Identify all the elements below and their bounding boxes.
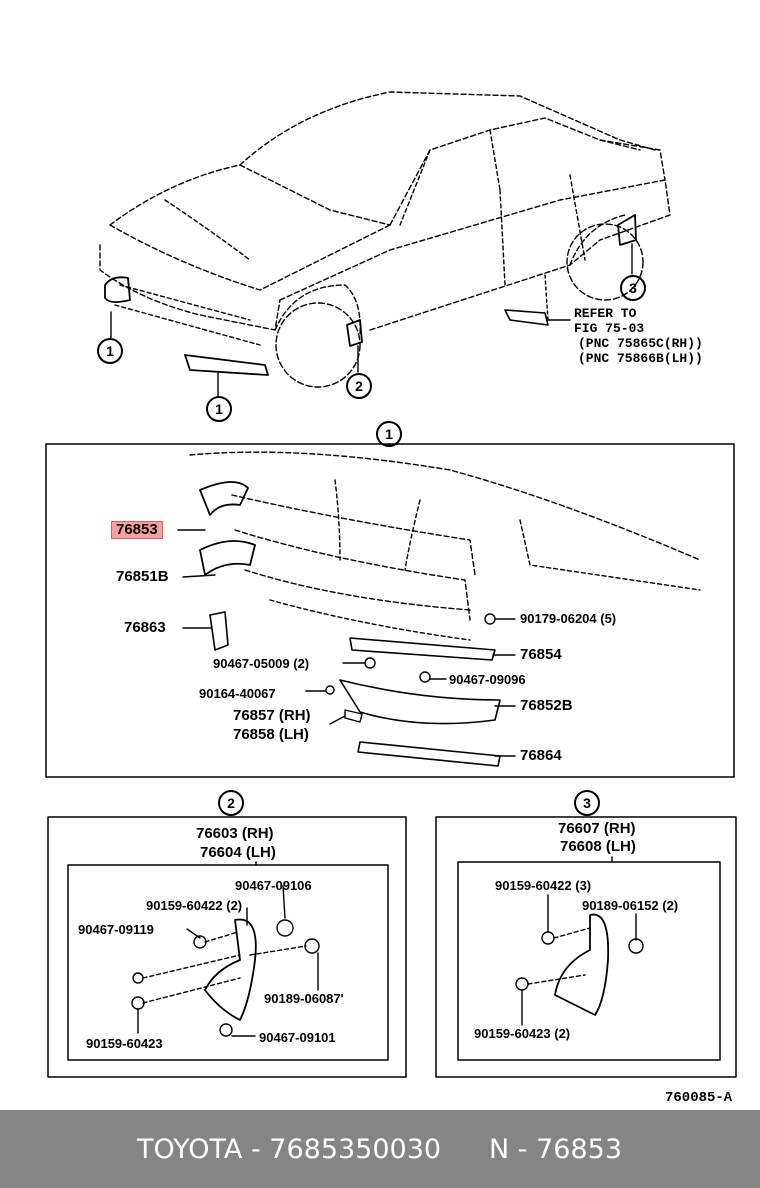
section2-title-lh[interactable]: 76604 (LH): [200, 844, 276, 861]
section1-drawing: [177, 451, 701, 767]
footer-pnc: N - 76853: [489, 1134, 622, 1165]
callout-1-spoiler: 1: [206, 396, 232, 422]
section2-title-rh[interactable]: 76603 (RH): [196, 825, 274, 842]
figure-code: 760085-A: [665, 1090, 733, 1106]
part-76851b[interactable]: 76851B: [116, 568, 169, 585]
footer-bar: TOYOTA - 7685350030 N - 76853: [0, 1110, 760, 1188]
part-90467-09101[interactable]: 90467-09101: [259, 1030, 336, 1045]
part-90159-60423-2[interactable]: 90159-60423 (2): [474, 1026, 571, 1041]
part-76863[interactable]: 76863: [124, 619, 166, 636]
section3-number: 3: [574, 790, 600, 816]
section3-title-lh[interactable]: 76608 (LH): [560, 838, 636, 855]
diagram-drawing: [45, 91, 737, 1078]
parts-diagram: 1 1 2 3 REFER TO FIG 75-03 (PNC 75865C(R…: [45, 91, 737, 1106]
part-90159-60422[interactable]: 90159-60422 (2): [146, 898, 243, 913]
car-overview-drawing: [99, 91, 671, 397]
part-90189-06087[interactable]: 90189-06087': [264, 991, 344, 1006]
section2-drawing: [131, 885, 320, 1037]
callout-1-left: 1: [97, 338, 123, 364]
refer-line-4: (PNC 75866B(LH)): [578, 351, 703, 366]
callout-2: 2: [346, 373, 372, 399]
part-90189-06152[interactable]: 90189-06152 (2): [582, 898, 679, 913]
part-90159-60423[interactable]: 90159-60423: [86, 1036, 163, 1051]
part-90164-40067[interactable]: 90164-40067: [199, 686, 276, 701]
part-76853-highlighted[interactable]: 76853: [111, 521, 163, 539]
section3-title-rh[interactable]: 76607 (RH): [558, 820, 636, 837]
part-90159-60422-3[interactable]: 90159-60422 (3): [495, 878, 592, 893]
part-76854[interactable]: 76854: [520, 646, 562, 663]
part-90467-05009[interactable]: 90467-05009 (2): [213, 656, 310, 671]
part-76852b[interactable]: 76852B: [520, 697, 573, 714]
section2-number: 2: [218, 790, 244, 816]
part-90179-06204[interactable]: 90179-06204 (5): [520, 611, 617, 626]
part-76858-lh[interactable]: 76858 (LH): [233, 726, 309, 743]
section3-drawing: [515, 894, 644, 1026]
callout-3: 3: [620, 275, 646, 301]
refer-line-3: (PNC 75865C(RH)): [578, 336, 703, 351]
part-90467-09106[interactable]: 90467-09106: [235, 878, 312, 893]
footer-brand-part: TOYOTA - 7685350030: [137, 1134, 442, 1165]
section1-number: 1: [376, 421, 402, 447]
refer-line-2: FIG 75-03: [574, 321, 645, 336]
refer-line-1: REFER TO: [574, 306, 637, 321]
part-76864[interactable]: 76864: [520, 747, 562, 764]
part-90467-09096[interactable]: 90467-09096: [449, 672, 526, 687]
part-90467-09119[interactable]: 90467-09119: [78, 922, 154, 937]
part-76857-rh[interactable]: 76857 (RH): [233, 707, 311, 724]
